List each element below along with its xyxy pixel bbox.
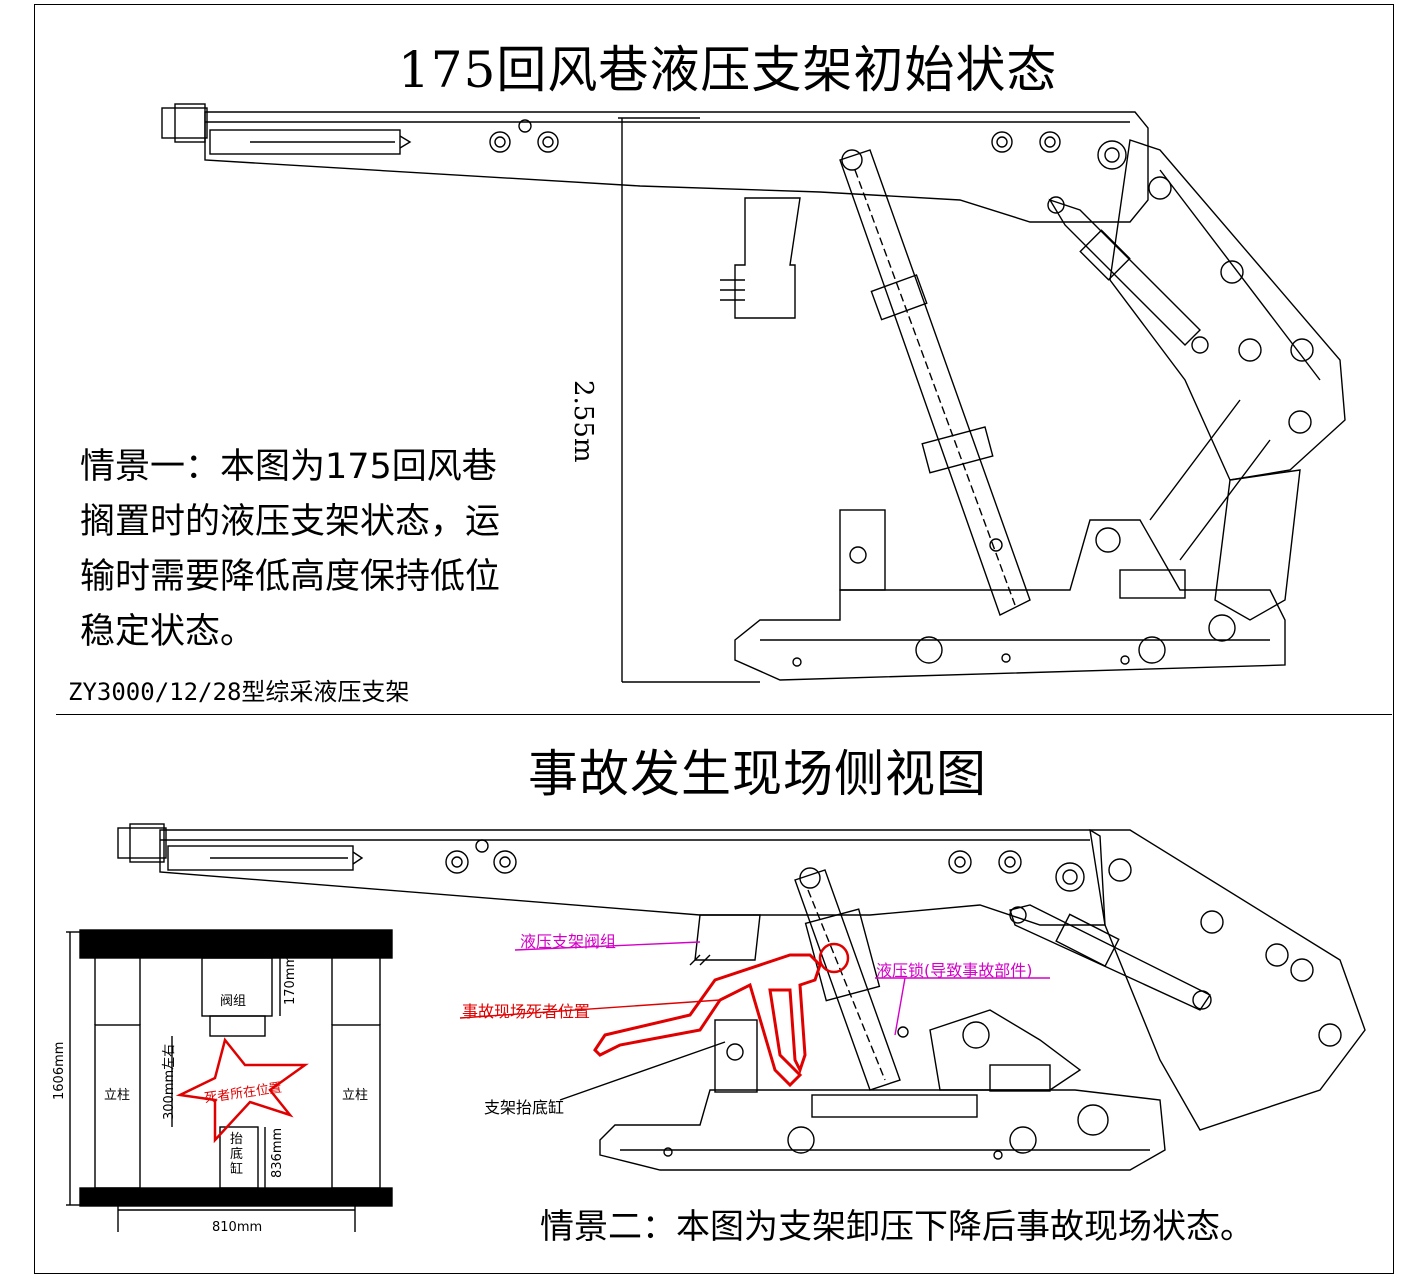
inset-cross-section [66, 929, 393, 1232]
callout-hydraulic-lock: 液压锁(导致事故部件) [876, 961, 1033, 980]
drawing-frame [34, 4, 1394, 1274]
callout-base-lift-cylinder: 支架抬底缸 [484, 1098, 565, 1117]
callout-valve-group: 液压支架阀组 [520, 932, 617, 951]
inset-dim-170: 170mm [283, 954, 298, 1005]
bottom-panel-title: 事故发生现场侧视图 [528, 745, 987, 803]
top-canopy [204, 111, 1149, 223]
top-pin [537, 131, 559, 153]
top-rear-link [1214, 469, 1301, 621]
inset-lift-label: 抬底缸 [230, 1132, 244, 1177]
top-base [734, 519, 1286, 681]
inset-dim-1606: 1606mm [52, 1041, 67, 1100]
top-pin [1097, 140, 1127, 170]
bottom-base-lift-cylinder [714, 1019, 758, 1093]
bottom-shield [1089, 829, 1366, 1131]
top-side-jack [209, 129, 401, 155]
bottom-canopy [159, 829, 1106, 926]
inset-dim-300: 300mm左右 [162, 1043, 177, 1120]
inset-dim-836: 836mm [270, 1127, 285, 1178]
callout-victim-position: 事故现场死者位置 [462, 1002, 591, 1021]
inset-victim-star [175, 1037, 309, 1144]
panel-divider [56, 714, 1392, 715]
support-model-label: ZY3000/12/28型综采液压支架 [68, 678, 410, 706]
bottom-hydraulic-support [117, 823, 1366, 1171]
victim-figure [593, 953, 822, 1088]
bottom-valve-block [694, 914, 761, 961]
inset-dim-810: 810mm [212, 1220, 263, 1235]
inset-valve-label: 阀组 [220, 994, 247, 1009]
top-panel-title: 175回风巷液压支架初始状态 [398, 41, 1058, 99]
top-height-dimension: 2.55m [568, 380, 598, 463]
top-balance-jack [1048, 198, 1201, 346]
top-pin [991, 131, 1013, 153]
top-pin [1039, 131, 1061, 153]
top-canopy-tip [161, 107, 208, 139]
inset-column-right: 立柱 [342, 1088, 369, 1103]
top-shield [1109, 139, 1346, 481]
top-valve-block [734, 197, 801, 319]
top-hydraulic-support [161, 103, 1346, 683]
inset-column-left: 立柱 [104, 1088, 131, 1103]
bottom-scene-description: 情景二：本图为支架卸压下降后事故现场状态。 [540, 1207, 1254, 1247]
bottom-side-jack [167, 845, 354, 871]
top-pin [489, 131, 511, 153]
bottom-base [599, 1089, 1166, 1171]
bottom-main-leg [794, 869, 901, 1091]
top-scene-description: 情景一：本图为175回风巷搁置时的液压支架状态，运输时需要降低高度保持低位稳定状… [80, 447, 501, 652]
